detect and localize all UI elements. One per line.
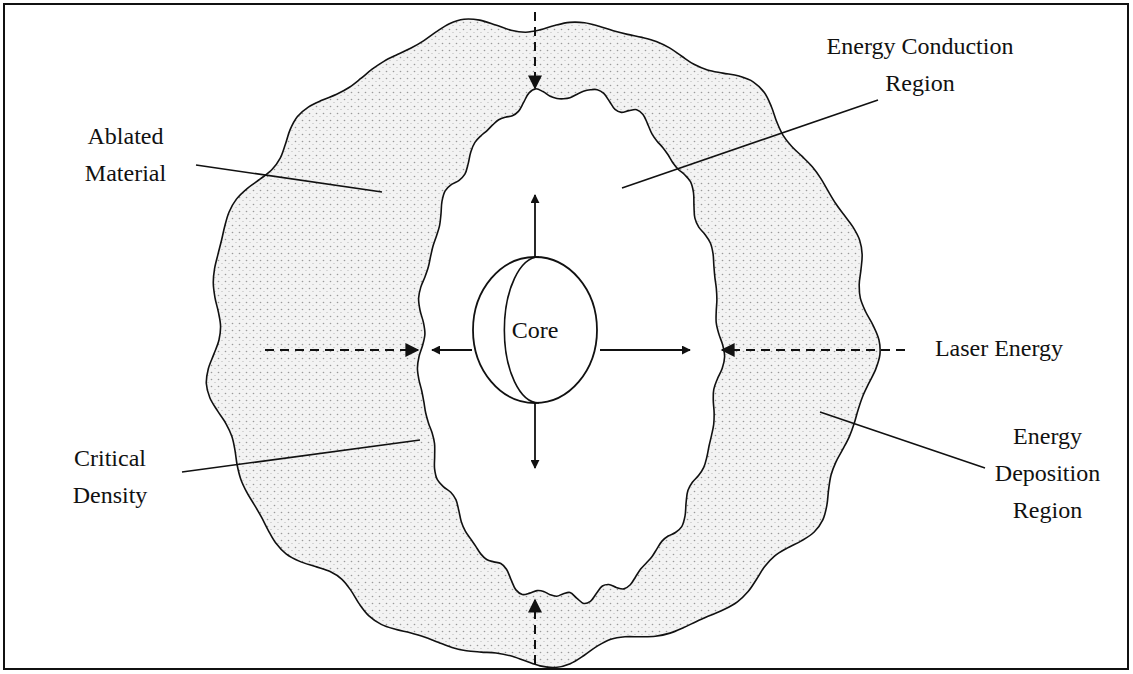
leader-line	[622, 100, 878, 188]
leader-line	[820, 412, 985, 468]
region-label: Critical Density	[40, 440, 180, 514]
region-label: Energy Conduction Region	[800, 28, 1040, 102]
laser-beam	[534, 12, 536, 88]
conduction-arrow	[600, 349, 690, 351]
laser-beams	[265, 12, 905, 664]
leader-lines	[182, 100, 985, 472]
region-label: Energy Deposition Region	[985, 418, 1110, 530]
region-label: Laser Energy	[884, 330, 1114, 367]
laser-beam	[722, 349, 905, 351]
region-label: Ablated Material	[58, 118, 193, 192]
critical-density-surface	[417, 89, 724, 604]
leader-line	[196, 165, 382, 192]
core-sphere: Core	[472, 256, 598, 404]
conduction-arrow	[432, 349, 472, 351]
laser-beam	[534, 600, 536, 664]
laser-beam	[265, 349, 418, 351]
frame	[4, 4, 1128, 669]
ablated-region	[206, 19, 880, 668]
conduction-arrows	[432, 195, 690, 468]
leader-line	[182, 440, 420, 472]
core-label: Core	[512, 317, 559, 344]
